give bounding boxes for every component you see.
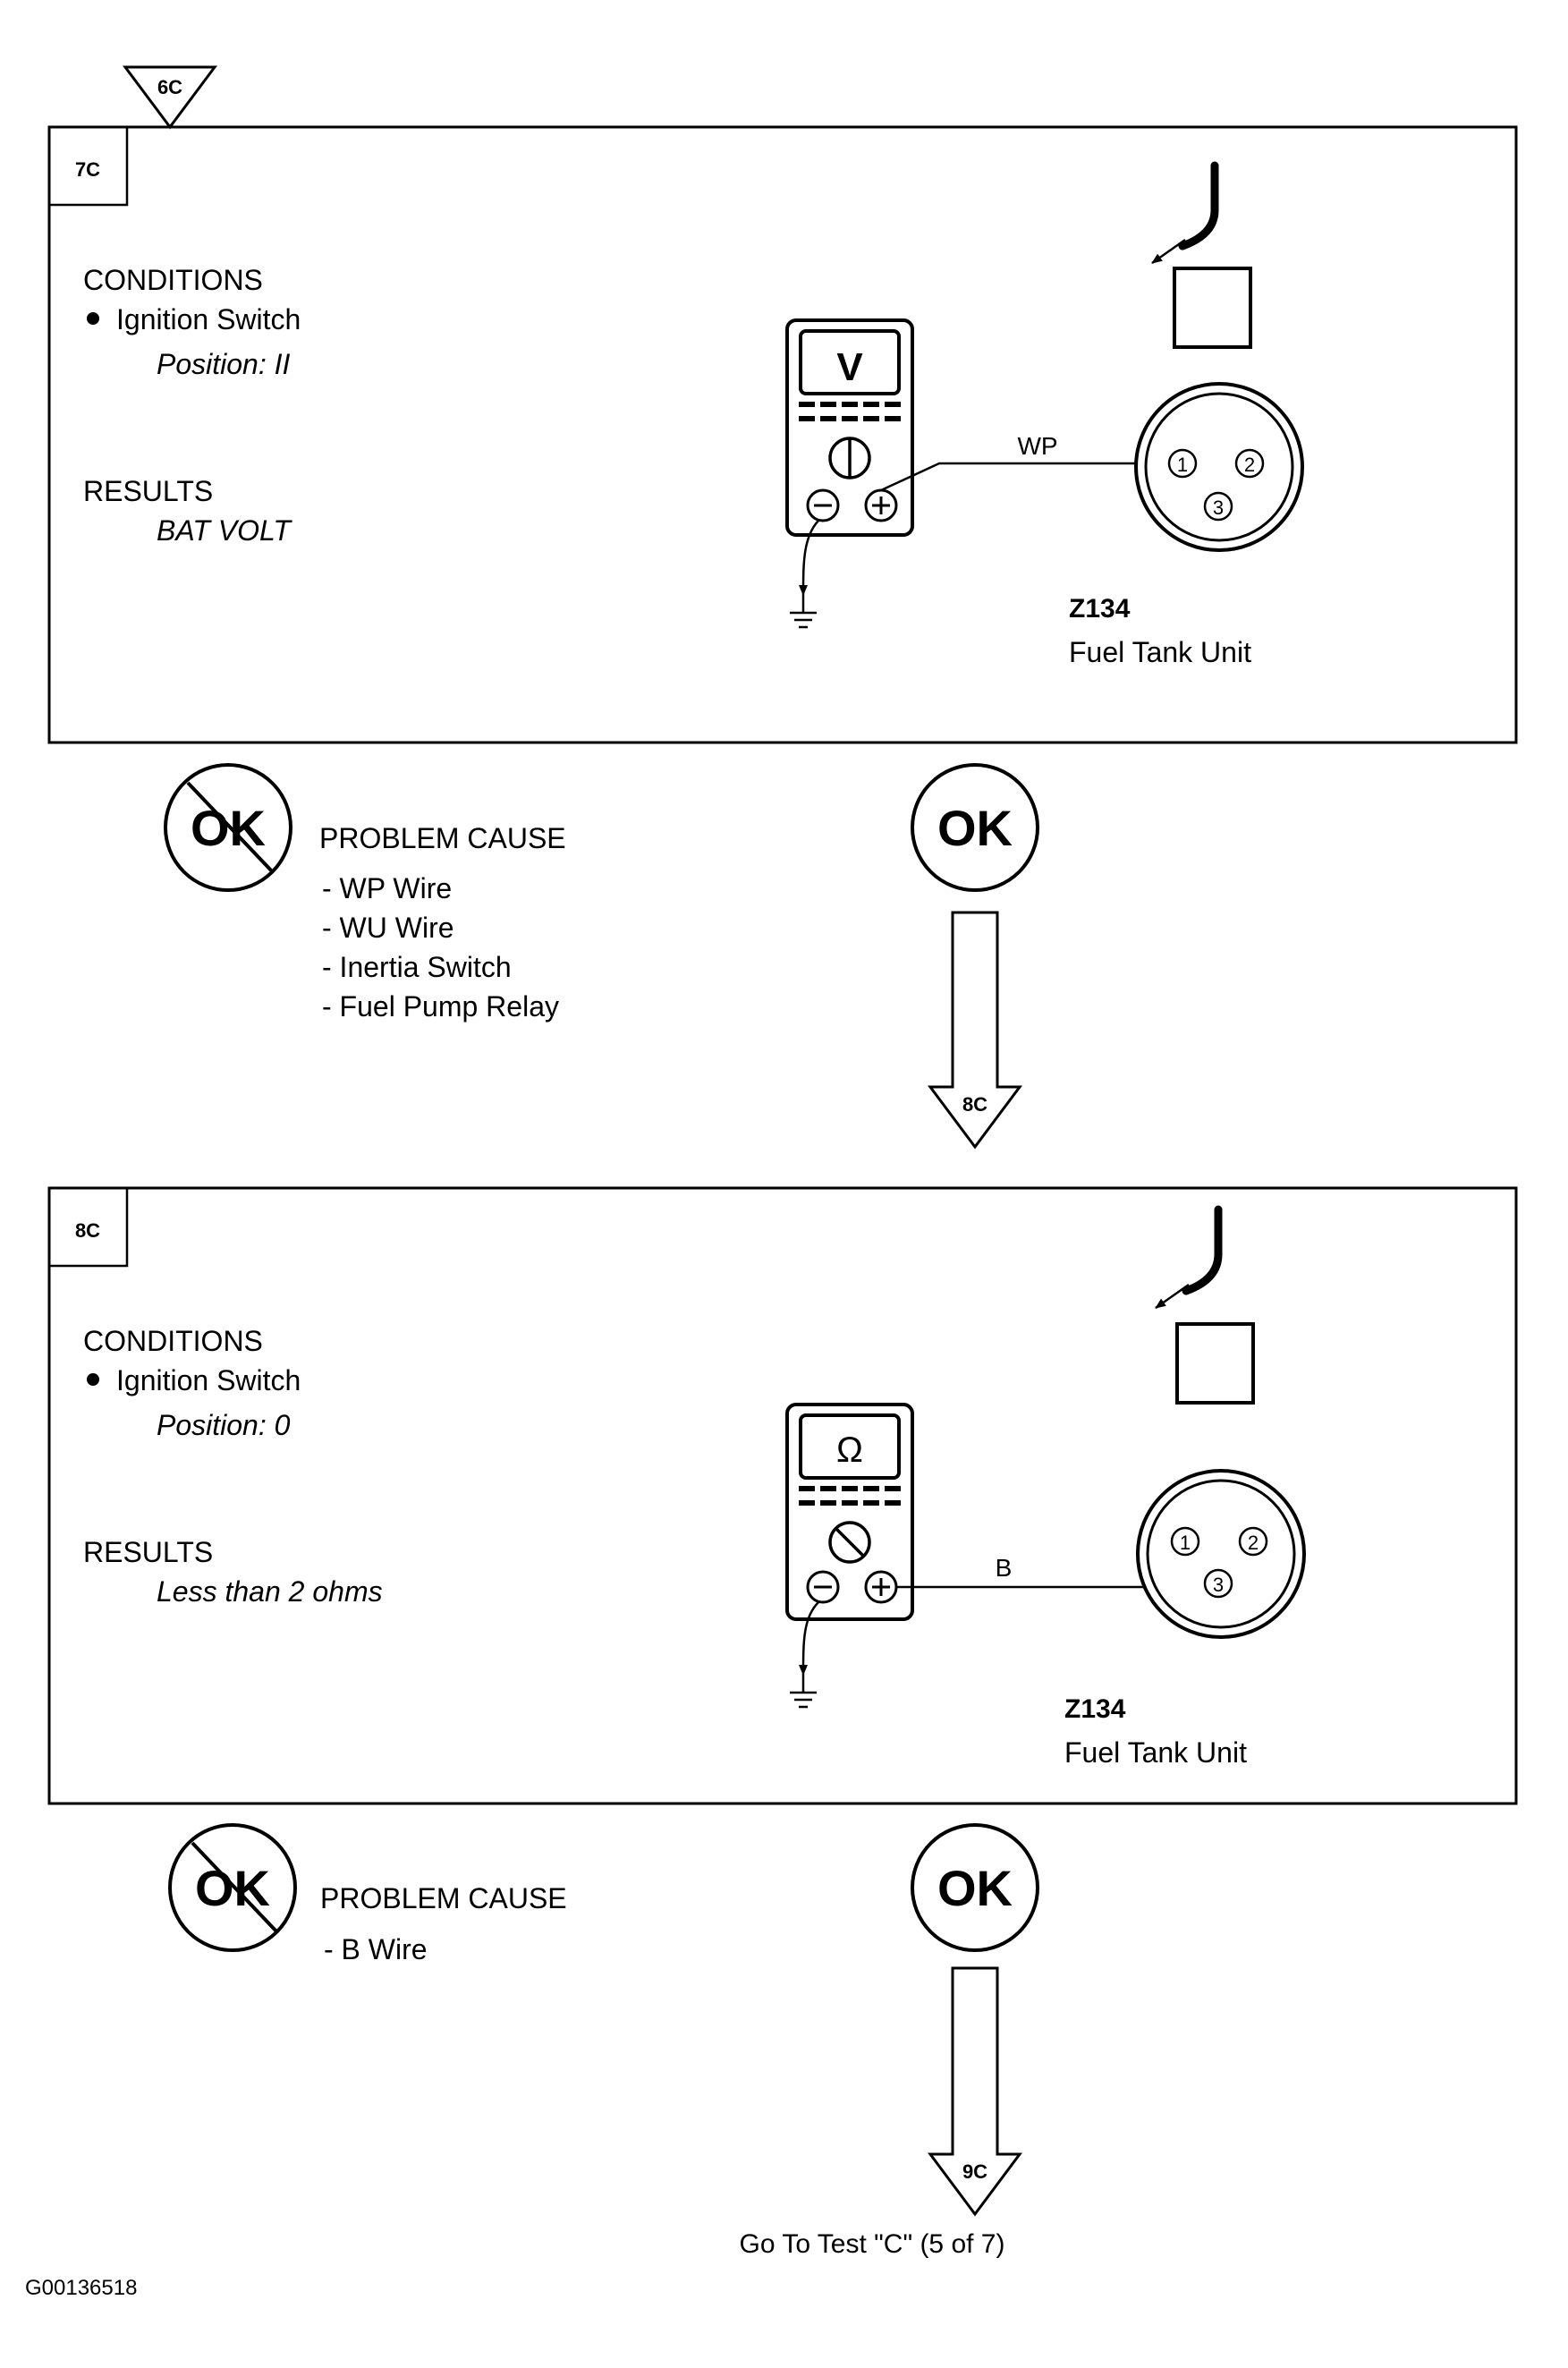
harness-plug-icon xyxy=(1151,161,1252,349)
list-item: - WP Wire xyxy=(322,872,452,904)
pin-1-label: 1 xyxy=(1177,454,1188,476)
result-value: Less than 2 ohms xyxy=(157,1575,383,1608)
entry-marker-6c: 6C xyxy=(123,65,217,130)
test-id: 7C xyxy=(75,158,100,181)
pin-2-icon xyxy=(1238,1526,1268,1557)
test-id-box xyxy=(47,125,129,207)
not-ok-label: OK xyxy=(195,1860,270,1916)
figure-id: G00136518 xyxy=(25,2276,137,2300)
results-heading: RESULTS xyxy=(83,1536,213,1568)
not-ok-outcome-7c: OK PROBLEM CAUSE - WP Wire - WU Wire - I… xyxy=(164,763,566,1023)
pin-3-icon xyxy=(1203,1568,1233,1599)
ok-icon xyxy=(911,763,1039,892)
condition-detail: Position: II xyxy=(157,348,291,380)
wire-label: B xyxy=(996,1554,1013,1582)
test-box xyxy=(47,1186,1518,1805)
test-box xyxy=(47,125,1518,744)
connector-icon: 1 2 3 xyxy=(1134,382,1304,552)
component-name: Fuel Tank Unit xyxy=(1069,636,1251,668)
meter-display: Ω xyxy=(836,1430,863,1470)
bullet-icon xyxy=(87,312,99,325)
next-test-marker: 8C xyxy=(962,1093,987,1116)
component-code: Z134 xyxy=(1069,594,1131,624)
list-item: - Inertia Switch xyxy=(322,951,512,983)
bullet-icon xyxy=(87,1373,99,1386)
down-arrow-icon xyxy=(928,1966,1022,2217)
ok-label: OK xyxy=(937,1860,1013,1916)
problem-cause-list: - WP Wire - WU Wire - Inertia Switch - F… xyxy=(322,872,559,1023)
pin-1-icon xyxy=(1167,448,1198,479)
problem-cause-heading: PROBLEM CAUSE xyxy=(319,822,566,854)
meter-display: V xyxy=(836,345,863,389)
result-value: BAT VOLT xyxy=(157,514,292,547)
test-id-box xyxy=(47,1186,129,1268)
multimeter-icon: Ω xyxy=(785,1403,914,1621)
test-id: 8C xyxy=(75,1219,100,1242)
entry-marker-label: 6C xyxy=(157,76,182,98)
results-heading: RESULTS xyxy=(83,475,213,507)
connector-icon: 1 2 3 xyxy=(1136,1469,1306,1639)
condition-item: Ignition Switch xyxy=(116,1364,301,1396)
conditions-heading: CONDITIONS xyxy=(83,264,263,296)
pin-2-label: 2 xyxy=(1248,1532,1259,1554)
strike-line xyxy=(191,1841,279,1934)
component-name: Fuel Tank Unit xyxy=(1064,1736,1247,1769)
ok-outcome-7c: OK 8C xyxy=(911,763,1039,1150)
component-square xyxy=(1175,1322,1255,1405)
conditions-heading: CONDITIONS xyxy=(83,1325,263,1357)
list-item: - Fuel Pump Relay xyxy=(322,990,559,1023)
pin-2-icon xyxy=(1234,448,1265,479)
pin-3-label: 3 xyxy=(1213,497,1224,519)
pin-2-label: 2 xyxy=(1244,454,1255,476)
down-arrow-icon xyxy=(928,911,1022,1150)
pin-3-label: 3 xyxy=(1213,1574,1224,1596)
ok-outcome-8c: OK 9C xyxy=(911,1823,1039,2217)
ground-lead xyxy=(790,1601,819,1709)
condition-item: Ignition Switch xyxy=(116,303,301,335)
wire-label: WP xyxy=(1017,432,1057,460)
not-ok-outcome-8c: OK PROBLEM CAUSE - B Wire xyxy=(168,1823,567,1965)
test-panel-8c: 8C CONDITIONS Ignition Switch Position: … xyxy=(47,1186,1518,1805)
problem-cause-list: - B Wire xyxy=(324,1933,428,1965)
pin-1-icon xyxy=(1170,1526,1200,1557)
component-code: Z134 xyxy=(1064,1694,1126,1724)
strike-line xyxy=(186,781,275,874)
condition-detail: Position: 0 xyxy=(157,1409,291,1441)
harness-plug-icon xyxy=(1155,1205,1255,1405)
footer-note: Go To Test "C" (5 of 7) xyxy=(740,2229,1005,2259)
component-square xyxy=(1173,267,1252,349)
ok-icon xyxy=(911,1823,1039,1952)
probe-wire xyxy=(880,459,1173,492)
pin-3-icon xyxy=(1203,491,1233,522)
list-item: - WU Wire xyxy=(322,912,454,944)
ok-label: OK xyxy=(937,800,1013,856)
multimeter-icon: V xyxy=(785,318,914,537)
test-panel-7c: 7C CONDITIONS Ignition Switch Position: … xyxy=(47,125,1518,744)
ground-lead xyxy=(790,520,819,629)
pin-1-label: 1 xyxy=(1180,1532,1191,1554)
not-ok-label: OK xyxy=(191,800,266,856)
next-test-marker: 9C xyxy=(962,2160,987,2183)
problem-cause-heading: PROBLEM CAUSE xyxy=(320,1882,567,1914)
list-item: - B Wire xyxy=(324,1933,428,1965)
